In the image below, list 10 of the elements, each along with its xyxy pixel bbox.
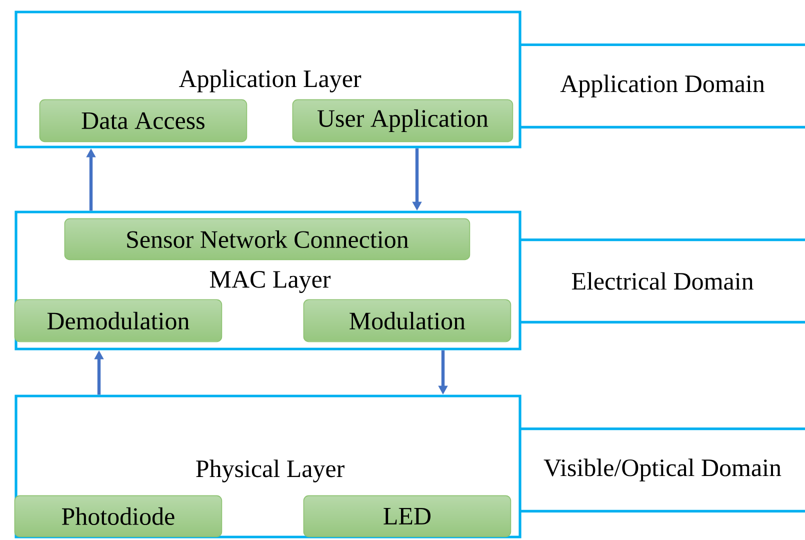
domain-band: Electrical Domain [520, 238, 805, 324]
module-box: Modulation [303, 299, 512, 342]
module-box: LED [303, 495, 512, 538]
domain-band: Application Domain [520, 44, 805, 128]
module-box: Data Access [39, 99, 248, 142]
module-box: Demodulation [14, 299, 222, 342]
module-box: Photodiode [14, 495, 222, 538]
module-box: User Application [292, 99, 514, 142]
domain-band: Visible/Optical Domain [520, 428, 805, 512]
module-box: Sensor Network Connection [64, 218, 470, 260]
